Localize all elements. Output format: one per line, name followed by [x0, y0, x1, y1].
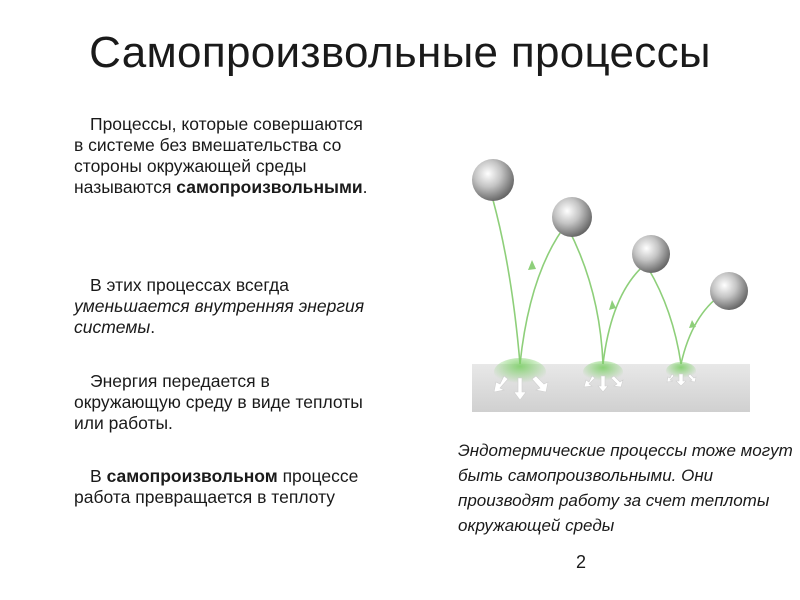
p2-end: .	[150, 317, 156, 337]
paragraph-work-to-heat: В самопроизвольном процессе работа превр…	[74, 466, 374, 508]
p4-start: В	[90, 466, 102, 486]
p1-text: Процессы, которые совершаются в системе …	[74, 114, 363, 197]
bouncing-ball-illustration	[472, 159, 750, 412]
page-number: 2	[576, 552, 587, 572]
heat-dispersion-icon	[493, 358, 697, 401]
p4-bold-term: самопроизвольном	[106, 466, 278, 486]
slide-title: Самопроизвольные процессы	[89, 28, 711, 77]
p4-end: процессе работа превращается в теплоту	[74, 466, 359, 507]
paragraph-definition: Процессы, которые совершаются в системе …	[74, 114, 374, 198]
p2-text: В этих процессах всегда	[90, 275, 289, 295]
p1-bold-term: самопроизвольными	[176, 177, 363, 197]
paragraph-energy-transfer: Энергия передается в окружающую среду в …	[74, 371, 374, 434]
p1-end: .	[362, 177, 368, 197]
paragraph-internal-energy: В этих процессах всегда уменьшается внут…	[74, 275, 374, 338]
p3-text: Энергия передается в окружающую среду в …	[74, 371, 363, 433]
bouncing-ball-icon	[472, 159, 748, 310]
trajectory-arrow-icon	[492, 199, 723, 365]
caption-endothermic: Эндотермические процессы тоже могут быть…	[458, 441, 793, 535]
p2-italic-phrase: уменьшается внутренняя энергия системы	[74, 296, 365, 337]
